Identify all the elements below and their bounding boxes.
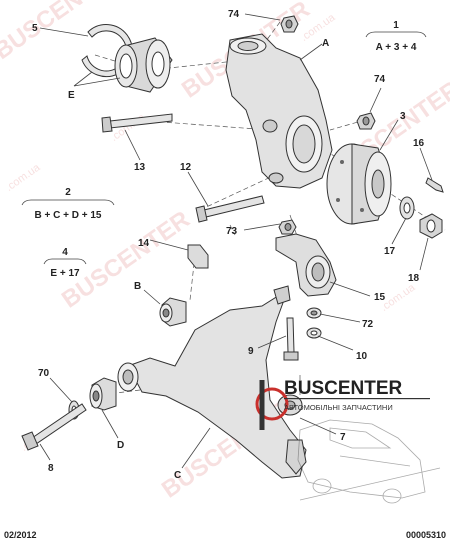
ball-joint-bracket-part — [275, 233, 337, 297]
circlip-part — [81, 24, 133, 77]
nut-part — [278, 219, 297, 235]
callout-label: D — [117, 440, 124, 451]
washer-part — [306, 327, 322, 339]
watermark-text: BUSCENTER — [0, 0, 127, 65]
vehicle-sketch-illustration — [297, 419, 441, 504]
callout-label: 74 — [228, 9, 240, 20]
callout-label: 5 — [32, 23, 38, 34]
castle-nut-part — [419, 213, 443, 239]
legend-formula: 4 E + 17 — [43, 247, 87, 279]
legend-number: 1 — [393, 20, 399, 31]
callout-label: 8 — [48, 463, 54, 474]
steering-knuckle-part — [225, 33, 333, 189]
legend-formula-text: B + C + D + 15 — [35, 210, 102, 221]
legend-number: 2 — [65, 187, 71, 198]
legend-formula: 1 A + 3 + 4 — [365, 20, 427, 53]
callout-label: B — [134, 281, 141, 292]
split-pin-part — [425, 177, 444, 193]
callout-label: C — [174, 470, 181, 481]
callout-label: 3 — [400, 111, 406, 122]
watermark-subtext: .com.ua — [3, 161, 43, 194]
callout-label: 74 — [374, 74, 386, 85]
footer-document-code: 00005310 — [406, 530, 446, 540]
legend-brace — [365, 31, 427, 38]
wheel-bearing-part — [114, 37, 173, 93]
bolt-part — [195, 195, 265, 223]
bolt-part — [101, 113, 173, 133]
bushing-part — [89, 377, 117, 411]
callout-label: 7 — [340, 432, 346, 443]
legend-number: 4 — [62, 247, 68, 258]
callout-label: 13 — [134, 162, 146, 173]
bolt-part — [283, 317, 299, 361]
callout-label: 17 — [384, 246, 396, 257]
leader-lines — [39, 13, 433, 469]
bushing-part — [159, 297, 187, 327]
logo-tagline: АВТОМОБІЛЬНІ ЗАПЧАСТИНИ — [284, 403, 393, 412]
logo-name: BUSCENTER — [284, 378, 403, 399]
bolt-part — [21, 403, 87, 451]
callout-label: 16 — [413, 138, 425, 149]
callout-labels: 5 E 74 A 74 3 13 16 12 73 17 18 14 B 15 … — [32, 9, 425, 481]
nut-part — [356, 112, 376, 130]
watermark-text: BUSCENTER — [57, 206, 195, 314]
callout-label: E — [68, 90, 75, 101]
callout-label: 12 — [180, 162, 192, 173]
callout-label: 10 — [356, 351, 368, 362]
callout-label: 15 — [374, 292, 386, 303]
lower-control-arm-part — [117, 285, 307, 479]
buscenter-logo: BUSCENTER АВТОМОБІЛЬНІ ЗАПЧАСТИНИ — [255, 378, 430, 430]
nut-part — [306, 307, 322, 319]
legend-brace — [43, 258, 87, 265]
callout-label: A — [322, 38, 329, 49]
washer-part — [399, 196, 415, 220]
legend-formula: 2 B + C + D + 15 — [21, 187, 115, 221]
legend-formula-text: A + 3 + 4 — [376, 42, 417, 53]
callout-label: 9 — [248, 346, 254, 357]
wheel-hub-part — [326, 143, 392, 225]
nut-part — [280, 15, 299, 33]
callout-label: 73 — [226, 226, 238, 237]
bushing-part — [187, 244, 209, 269]
legend-formula-text: E + 17 — [50, 268, 80, 279]
callout-label: 72 — [362, 319, 374, 330]
callout-label: 18 — [408, 273, 420, 284]
callout-label: 70 — [38, 368, 50, 379]
legend-brace — [21, 199, 115, 206]
callout-label: 14 — [138, 238, 150, 249]
footer-date: 02/2012 — [4, 530, 37, 540]
